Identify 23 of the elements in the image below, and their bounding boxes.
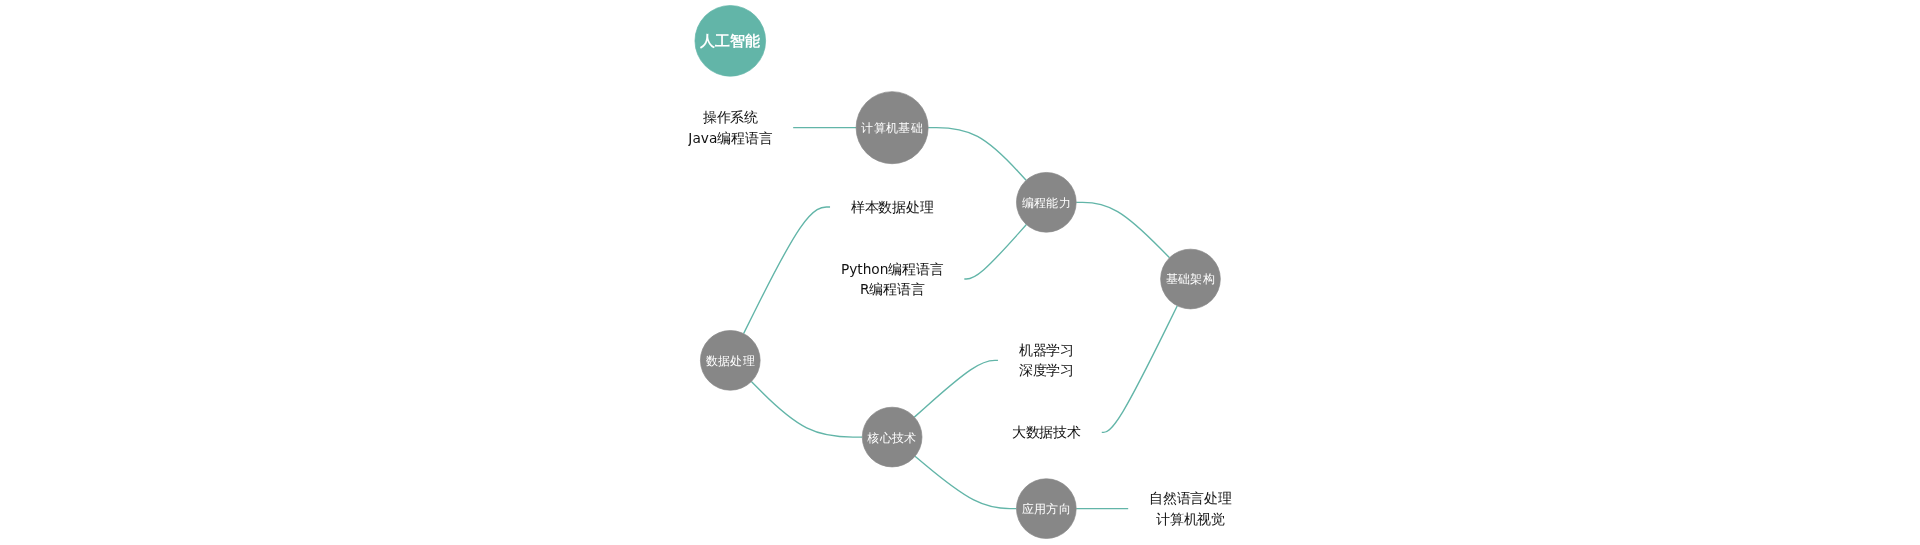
node-circle: 核心技术 <box>861 406 923 468</box>
connector <box>914 455 1018 510</box>
connector <box>927 127 1027 182</box>
node-text: 大数据技术 <box>1012 424 1081 441</box>
connector <box>913 359 999 418</box>
connector <box>1100 305 1178 434</box>
node-circle: 人工智能 <box>694 5 766 77</box>
node-text: 机器学习 深度学习 <box>1018 341 1074 379</box>
connector <box>1075 201 1171 259</box>
connector <box>792 127 857 129</box>
connector <box>963 223 1028 280</box>
node-circle: 数据处理 <box>700 330 761 391</box>
node-text: 自然语言处理 计算机视觉 <box>1149 490 1232 528</box>
node-text: 操作系统 Java编程语言 <box>688 109 773 147</box>
node-circle: 计算机基础 <box>855 91 929 165</box>
node-circle: 编程能力 <box>1016 172 1077 233</box>
connector <box>742 206 832 335</box>
node-circle: 应用方向 <box>1016 478 1077 539</box>
connector <box>750 380 863 438</box>
node-text: 样本数据处理 <box>850 198 934 216</box>
node-circle: 基础架构 <box>1160 248 1221 310</box>
node-text: Python编程语言 R编程语言 <box>840 260 944 298</box>
connector <box>1075 507 1130 510</box>
